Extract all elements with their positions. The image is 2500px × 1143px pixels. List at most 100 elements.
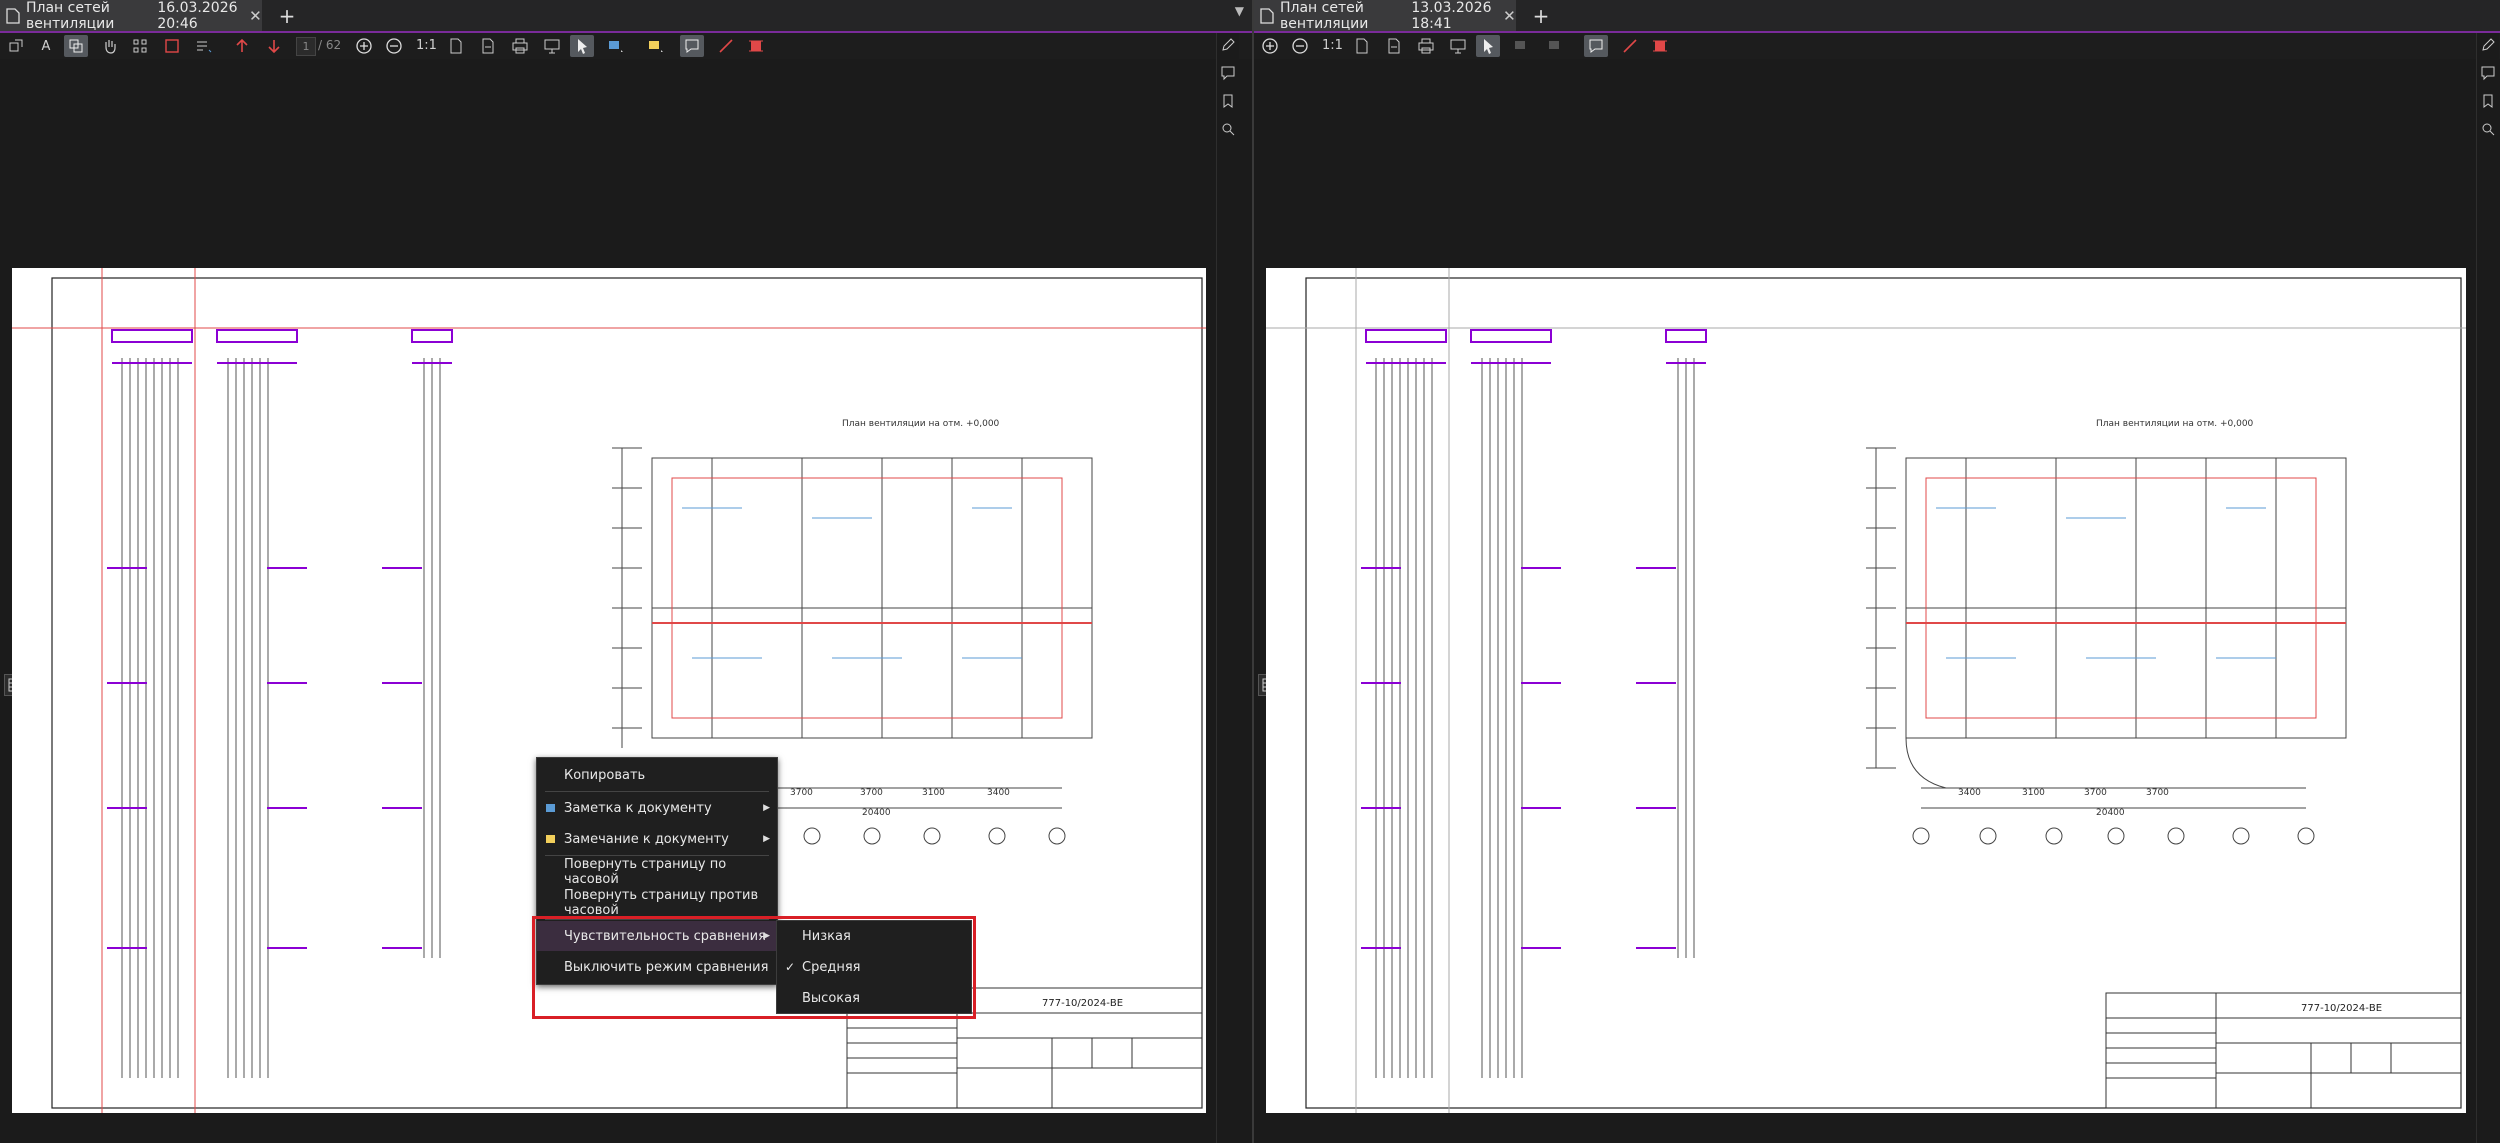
menu-label: Копировать <box>564 768 645 783</box>
measure-area-icon[interactable] <box>1648 35 1672 57</box>
zoom-out-icon[interactable] <box>1288 35 1312 57</box>
actual-size-button[interactable]: 1:1 <box>416 38 437 53</box>
note-tool-icon[interactable] <box>1510 35 1534 57</box>
menu-item-copy[interactable]: Копировать <box>537 760 777 790</box>
plan-title-left: План вентиляции на отм. +0,000 <box>842 419 1000 429</box>
print-icon[interactable] <box>508 35 532 57</box>
measure-line-icon[interactable] <box>714 35 738 57</box>
page-number-input[interactable]: 1 <box>296 37 316 56</box>
menu-label: Замечание к документу <box>564 832 729 847</box>
compare-guide-lines <box>1266 268 2466 1113</box>
menu-label: Заметка к документу <box>564 801 712 816</box>
bookmark-icon[interactable] <box>1220 93 1236 109</box>
remark-tool-icon[interactable] <box>1544 35 1568 57</box>
close-tab-icon[interactable]: ✕ <box>1503 7 1516 25</box>
bookmark-icon[interactable] <box>2480 93 2496 109</box>
drawing-page-right[interactable]: План вентиляции на отм. +0,000 3400 3100… <box>1266 268 2466 1113</box>
fit-page-icon[interactable] <box>444 35 468 57</box>
text-select-icon[interactable]: A <box>34 35 58 57</box>
right-sidebar <box>1216 33 1239 1143</box>
search-icon[interactable] <box>1220 121 1236 137</box>
tab-date: 13.03.2026 18:41 <box>1411 0 1493 32</box>
menu-label: Повернуть страницу по часовой <box>564 857 777 887</box>
area-select-icon[interactable] <box>160 35 184 57</box>
document-icon <box>6 7 20 25</box>
comment-tool-icon[interactable] <box>1584 35 1608 57</box>
dim-4-left: 3400 <box>987 788 1010 798</box>
tab-bar: План сетей вентиляции 13.03.2026 18:41 ✕… <box>1254 0 2500 33</box>
riser-heads <box>1361 330 1706 948</box>
page-count: / 62 <box>318 38 341 52</box>
zoom-in-icon[interactable] <box>1258 35 1282 57</box>
riser-heads <box>107 330 452 948</box>
actual-size-button[interactable]: 1:1 <box>1322 38 1343 53</box>
toolbar: A 1 / 62 1:1 <box>0 33 1252 59</box>
menu-label: Повернуть страницу против часовой <box>564 888 777 918</box>
fit-width-icon[interactable] <box>1382 35 1406 57</box>
tab-date: 16.03.2026 20:46 <box>157 0 239 32</box>
zoom-in-icon[interactable] <box>352 35 376 57</box>
print-icon[interactable] <box>1414 35 1438 57</box>
fit-width-icon[interactable] <box>476 35 500 57</box>
comments-icon[interactable] <box>1220 65 1236 81</box>
presentation-icon[interactable] <box>1446 35 1470 57</box>
dim-2-right: 3100 <box>2022 788 2045 798</box>
tab-document-right[interactable]: План сетей вентиляции 13.03.2026 18:41 ✕ <box>1254 0 1516 31</box>
menu-item-rotate-ccw[interactable]: Повернуть страницу против часовой <box>537 888 777 918</box>
dim-3-right: 3700 <box>2084 788 2107 798</box>
dim-1-left: 3700 <box>790 788 813 798</box>
close-tab-icon[interactable]: ✕ <box>249 7 262 25</box>
zoom-out-icon[interactable] <box>382 35 406 57</box>
add-tab-button[interactable]: + <box>274 0 300 31</box>
menu-item-document-remark[interactable]: Замечание к документу ▶ <box>537 824 777 854</box>
previous-page-icon[interactable] <box>230 35 254 57</box>
dim-1-right: 3400 <box>1958 788 1981 798</box>
tab-title: План сетей вентиляции <box>26 0 141 32</box>
comments-icon[interactable] <box>2480 65 2496 81</box>
menu-separator <box>545 791 769 792</box>
tab-document-left[interactable]: План сетей вентиляции 16.03.2026 20:46 ✕ <box>0 0 262 31</box>
total-dim-left: 20400 <box>862 808 891 818</box>
panels-icon[interactable] <box>4 35 28 57</box>
compare-mode-icon[interactable] <box>64 35 88 57</box>
note-tool-icon[interactable] <box>604 35 628 57</box>
comment-tool-icon[interactable] <box>680 35 704 57</box>
next-page-icon[interactable] <box>262 35 286 57</box>
pointer-tool-icon[interactable] <box>1476 35 1500 57</box>
dim-4-right: 3700 <box>2146 788 2169 798</box>
left-document-pane: План сетей вентиляции 16.03.2026 20:46 ✕… <box>0 0 1252 1143</box>
dim-2-left: 3700 <box>860 788 883 798</box>
highlight-frame <box>532 916 976 1019</box>
submenu-arrow-icon: ▶ <box>763 803 770 813</box>
measure-line-icon[interactable] <box>1618 35 1642 57</box>
pointer-tool-icon[interactable] <box>570 35 594 57</box>
drawing-canvas-right: План вентиляции на отм. +0,000 3400 3100… <box>1266 268 2466 1113</box>
note-swatch-icon <box>546 804 555 812</box>
fit-page-icon[interactable] <box>1350 35 1374 57</box>
right-document-pane: План сетей вентиляции 13.03.2026 18:41 ✕… <box>1254 0 2500 1143</box>
edit-icon[interactable] <box>2480 37 2496 53</box>
axis-bubbles-right <box>1913 828 2314 844</box>
edit-icon[interactable] <box>1220 37 1236 53</box>
presentation-icon[interactable] <box>540 35 564 57</box>
hand-tool-icon[interactable] <box>98 35 122 57</box>
toolbar: 1:1 <box>1254 33 2500 59</box>
tab-bar: План сетей вентиляции 16.03.2026 20:46 ✕… <box>0 0 1252 33</box>
riser-diagrams <box>1376 358 1694 1078</box>
menu-separator <box>545 855 769 856</box>
remark-tool-icon[interactable] <box>644 35 668 57</box>
menu-item-document-note[interactable]: Заметка к документу ▶ <box>537 793 777 823</box>
search-icon[interactable] <box>2480 121 2496 137</box>
title-block-code-right: 777-10/2024-ВЕ <box>2301 1003 2382 1014</box>
plan-title-right: План вентиляции на отм. +0,000 <box>2096 419 2254 429</box>
page-layout-dropdown-icon[interactable] <box>192 35 216 57</box>
layout-icon[interactable] <box>128 35 152 57</box>
tabs-dropdown-icon[interactable]: ▼ <box>1235 4 1244 18</box>
floor-plan-left <box>612 448 1092 748</box>
add-tab-button[interactable]: + <box>1528 0 1554 31</box>
measure-area-icon[interactable] <box>744 35 768 57</box>
title-block-code-left: 777-10/2024-ВЕ <box>1042 998 1123 1009</box>
menu-item-rotate-cw[interactable]: Повернуть страницу по часовой <box>537 857 777 887</box>
submenu-arrow-icon: ▶ <box>763 834 770 844</box>
remark-swatch-icon <box>546 835 555 843</box>
